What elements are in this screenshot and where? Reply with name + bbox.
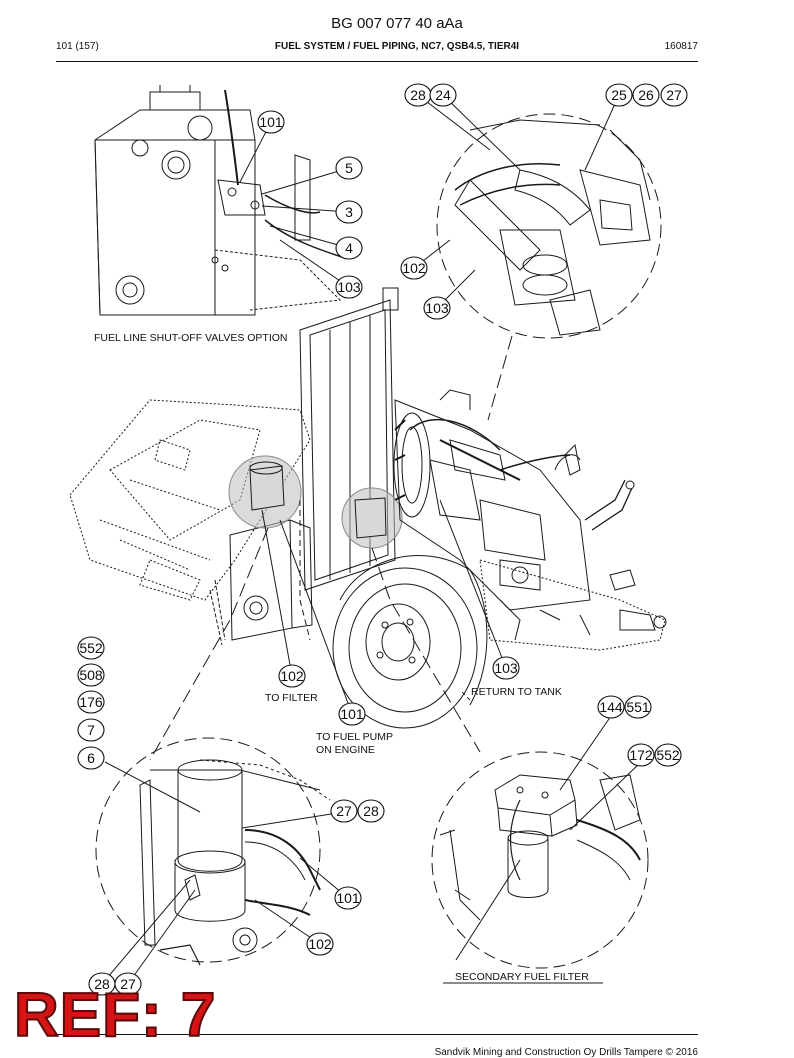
caption-return-to-tank: RETURN TO TANK <box>471 686 562 698</box>
document-number: BG 007 077 40 aAa <box>331 15 463 32</box>
primary-filter-inset <box>95 737 349 985</box>
section-title: FUEL SYSTEM / FUEL PIPING, NC7, QSB4.5, … <box>274 41 520 52</box>
caption-secondary-filter: SECONDARY FUEL FILTER <box>455 971 589 983</box>
secondary-filter-inset <box>431 715 649 984</box>
caption-to-filter: TO FILTER <box>265 692 318 704</box>
return-line-inset <box>413 94 662 421</box>
header-rule <box>56 61 698 62</box>
caption-to-fuel-pump: TO FUEL PUMP <box>316 731 394 743</box>
caption-on-engine: ON ENGINE <box>316 744 375 756</box>
date-code: 160817 <box>664 41 698 52</box>
callout-circles <box>77 83 688 996</box>
footer-rule <box>56 1034 698 1035</box>
reference-stamp: REF: 7 <box>13 981 217 1050</box>
page-number: 101 (157) <box>56 41 99 52</box>
shutoff-valve-inset <box>94 85 350 316</box>
caption-shutoff-option: FUEL LINE SHUT-OFF VALVES OPTION <box>94 332 288 344</box>
main-machine-view <box>69 287 667 761</box>
